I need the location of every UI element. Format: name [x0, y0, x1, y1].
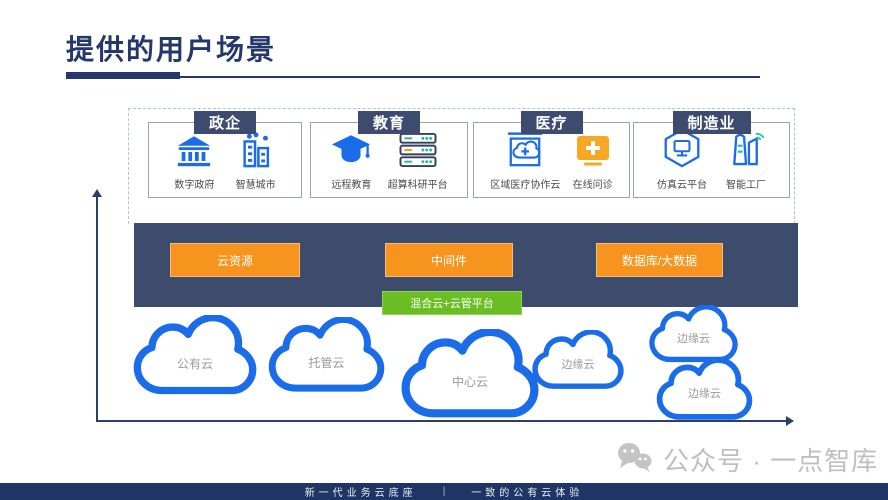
- module-cloud-resources: 云资源: [170, 243, 300, 277]
- scenario-item: 区域医疗协作云: [490, 131, 560, 191]
- scenario-item: 仿真云平台: [657, 128, 707, 191]
- government-building-icon: [175, 135, 213, 173]
- simulation-cloud-icon: [662, 128, 702, 173]
- hybrid-cloud-management-badge: 混合云+云管平台: [382, 291, 522, 315]
- scenario-dashed-frame: [128, 108, 795, 224]
- graduation-cap-icon: [330, 134, 372, 173]
- cloud-edge-1: 边缘云: [529, 330, 627, 394]
- cloud-label: 边缘云: [677, 332, 710, 345]
- module-database-bigdata: 数据库/大数据: [596, 243, 723, 277]
- title-underline-thin: [66, 76, 760, 78]
- cloud-label: 边缘云: [561, 358, 595, 371]
- axis-horizontal: [96, 420, 788, 422]
- scenario-item: 数字政府: [174, 135, 214, 191]
- title-underline-thick: [66, 72, 180, 79]
- scenario-item-label: 智能工厂: [726, 180, 766, 191]
- axis-vertical: [96, 196, 98, 422]
- footer-bar: 新一代业务云底座 | 一致的公有云体验: [0, 483, 888, 500]
- smart-city-icon: [237, 132, 275, 173]
- cloud-label: 边缘云: [688, 387, 721, 400]
- cloud-public: 公有云: [132, 315, 258, 401]
- wechat-icon: [615, 441, 655, 478]
- server-stack-icon: [397, 132, 439, 173]
- scenario-box-government: 政企 数字政府: [148, 111, 302, 198]
- cloud-central: 中心云: [396, 329, 544, 425]
- scenario-item-label: 仿真云平台: [657, 180, 707, 191]
- scenario-header-education: 教育: [357, 111, 421, 134]
- cloud-label: 公有云: [176, 356, 213, 371]
- watermark-text: 公众号 · 一点智库: [663, 446, 879, 476]
- footer-left-text: 新一代业务云底座: [304, 488, 417, 499]
- footer-right-text: 一致的公有云体验: [471, 488, 584, 499]
- scenario-box-manufacturing: 制造业 仿真云平台: [633, 111, 790, 198]
- axis-arrow-right-icon: [786, 416, 794, 426]
- scenario-item-label: 在线问诊: [572, 180, 613, 191]
- watermark: 公众号 · 一点智库: [615, 441, 878, 478]
- axis-arrow-up-icon: [92, 189, 102, 197]
- cloud-edge-2: 边缘云: [646, 305, 741, 367]
- scenario-item: 智慧城市: [236, 132, 276, 191]
- cloud-label: 中心云: [451, 375, 488, 390]
- smart-factory-icon: [726, 128, 766, 173]
- scenario-item-label: 智慧城市: [235, 180, 276, 191]
- cloud-hosted: 托管云: [267, 317, 386, 398]
- scenario-header-manufacturing: 制造业: [672, 111, 751, 134]
- scenario-item: 在线问诊: [573, 132, 613, 191]
- page-title: 提供的用户场景: [66, 34, 277, 65]
- scenario-header-government: 政企: [193, 111, 257, 134]
- medical-cloud-icon: [505, 131, 545, 173]
- scenario-item: 超算科研平台: [388, 132, 448, 191]
- online-consult-icon: [573, 132, 613, 173]
- scenario-item-label: 远程教育: [331, 180, 372, 191]
- scenario-header-medical: 医疗: [520, 111, 583, 134]
- scenario-box-medical: 医疗 区域医疗协作云: [473, 111, 630, 198]
- scenario-item-label: 区域医疗协作云: [490, 180, 561, 191]
- scenario-box-education: 教育 远程教育: [310, 111, 468, 198]
- cloud-label: 托管云: [308, 356, 345, 371]
- module-middleware: 中间件: [385, 243, 513, 277]
- scenario-item: 远程教育: [330, 134, 372, 191]
- scenario-item-label: 超算科研平台: [387, 180, 448, 191]
- cloud-edge-3: 边缘云: [653, 358, 756, 425]
- footer-separator: |: [442, 486, 446, 497]
- scenario-item-label: 数字政府: [174, 180, 215, 191]
- scenario-item: 智能工厂: [726, 128, 766, 191]
